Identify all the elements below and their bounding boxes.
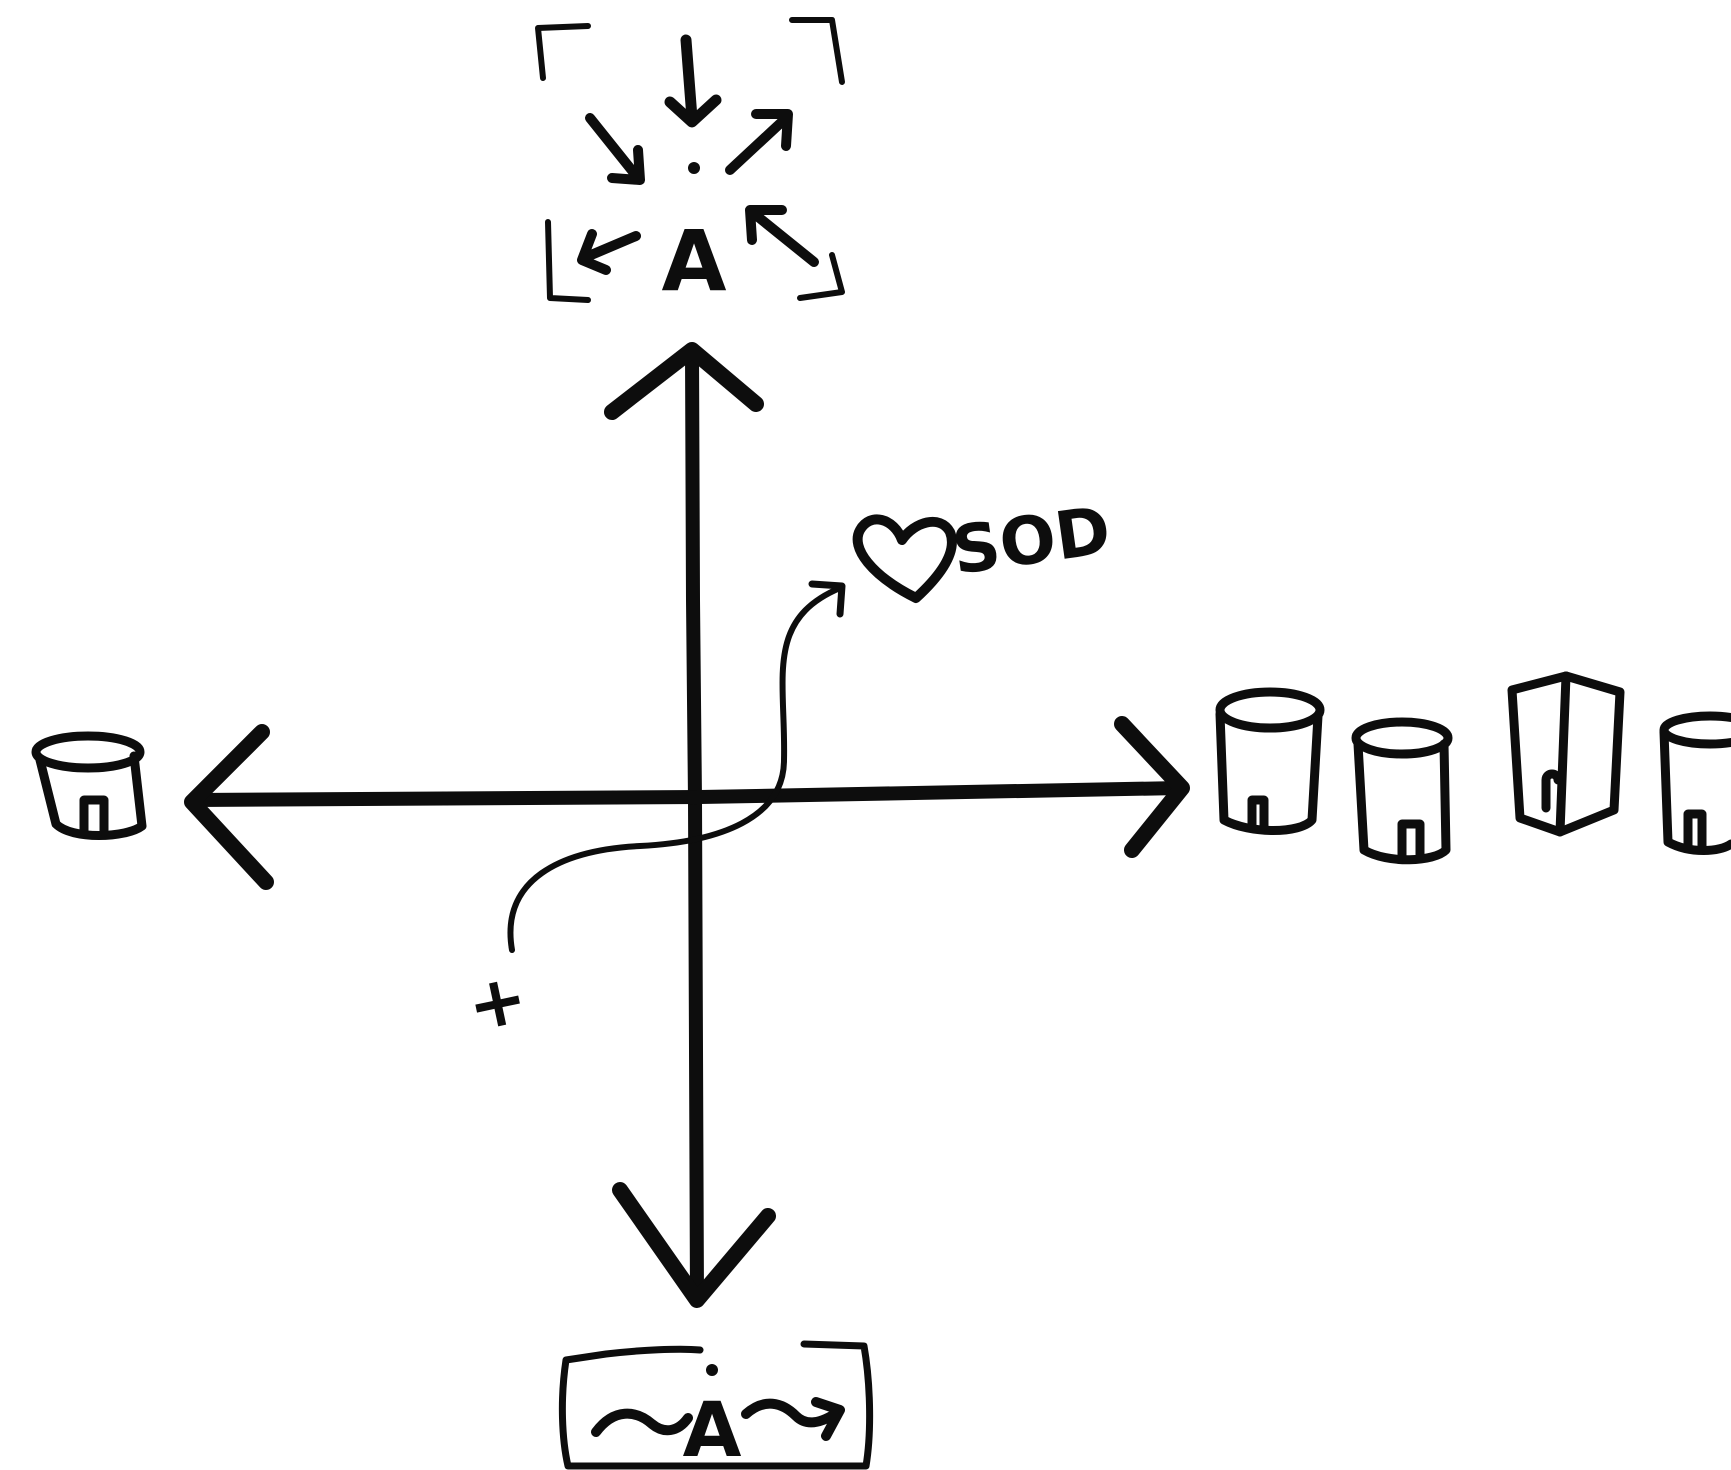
- arrow-down-left-icon: [577, 229, 641, 275]
- corner-brackets: [535, 17, 845, 303]
- sod-label: SOD: [948, 492, 1116, 590]
- axes: [184, 342, 1190, 1308]
- left-building-icon: [31, 731, 147, 840]
- s-curve-annotation: +: [460, 580, 846, 1048]
- arrow-up-right-icon: [725, 109, 793, 175]
- bottom-box-letter: A: [683, 1385, 742, 1470]
- vertical-axis-line: [685, 345, 704, 1307]
- tilde-mark: [591, 1408, 693, 1437]
- bottom-box-frame: [558, 1340, 874, 1470]
- squiggle-arrow-icon: [741, 1397, 845, 1441]
- curve-arrowhead-icon: [808, 580, 846, 618]
- arrowhead-left-icon: [184, 724, 274, 890]
- arrowhead-right-icon: [1114, 716, 1190, 858]
- building-icon: [1659, 711, 1731, 855]
- arrow-down-icon: [664, 34, 722, 128]
- building-icon: [1351, 717, 1453, 865]
- building-icon: [1507, 671, 1625, 837]
- right-building-icons: [1215, 671, 1731, 865]
- dot-mark: [688, 162, 700, 174]
- top-focus-box: A: [535, 17, 845, 310]
- heart-icon: [852, 514, 957, 603]
- arrow-up-left-icon: [745, 205, 819, 267]
- s-curve-line: [507, 585, 843, 953]
- horizontal-axis-line: [188, 781, 1187, 807]
- building-icon: [1215, 687, 1325, 835]
- bottom-box: A: [558, 1340, 874, 1470]
- arrowhead-down-icon: [612, 1182, 776, 1308]
- building-icon: [31, 731, 147, 840]
- arrowhead-up-icon: [604, 342, 764, 420]
- arrow-down-right-icon: [585, 113, 645, 185]
- curve-start-mark: +: [460, 956, 534, 1048]
- bottom-dot-mark: [706, 1364, 718, 1376]
- top-box-letter: A: [661, 212, 726, 310]
- sod-label-group: SOD: [852, 492, 1116, 603]
